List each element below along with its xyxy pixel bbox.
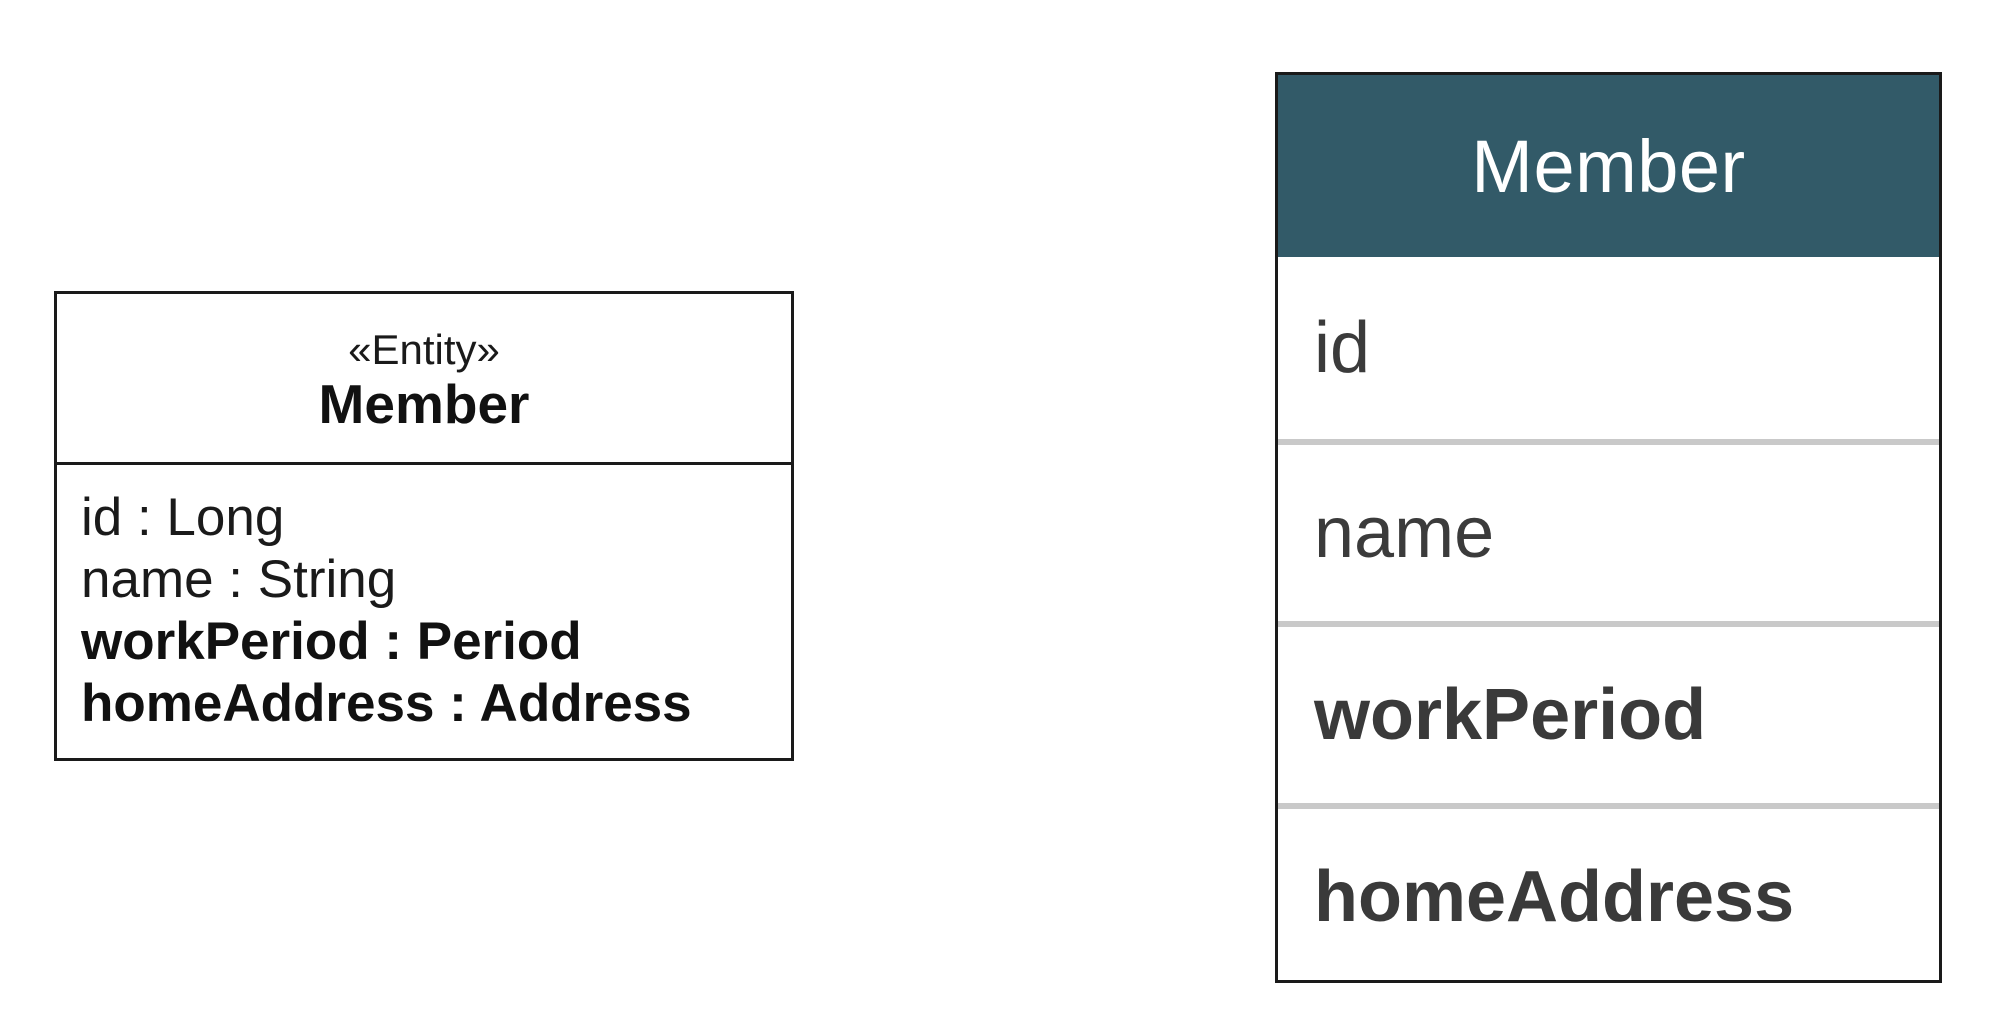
entity-table-row-home-address: homeAddress <box>1278 803 1939 985</box>
uml-attribute-home-address: homeAddress : Address <box>81 674 692 733</box>
uml-class-name: Member <box>318 373 530 436</box>
uml-class-header: «Entity» Member <box>57 294 791 465</box>
uml-attribute-id: id : Long <box>81 488 285 547</box>
entity-table-title: Member <box>1471 124 1746 208</box>
entity-column-label: id <box>1314 308 1371 388</box>
entity-table-row-id: id <box>1278 257 1939 439</box>
entity-table: Member id name workPeriod homeAddress <box>1275 72 1942 983</box>
entity-table-header: Member <box>1278 75 1939 257</box>
uml-attribute-list: id : Long name : String workPeriod : Per… <box>57 465 791 735</box>
entity-table-row-work-period: workPeriod <box>1278 621 1939 803</box>
uml-stereotype: «Entity» <box>348 326 500 374</box>
entity-column-label: workPeriod <box>1314 675 1707 755</box>
uml-class-box: «Entity» Member id : Long name : String … <box>54 291 794 761</box>
entity-column-label: homeAddress <box>1314 857 1795 937</box>
entity-table-row-name: name <box>1278 439 1939 621</box>
uml-attribute-work-period: workPeriod : Period <box>81 612 582 671</box>
entity-column-label: name <box>1314 493 1495 573</box>
uml-attribute-name: name : String <box>81 550 397 609</box>
